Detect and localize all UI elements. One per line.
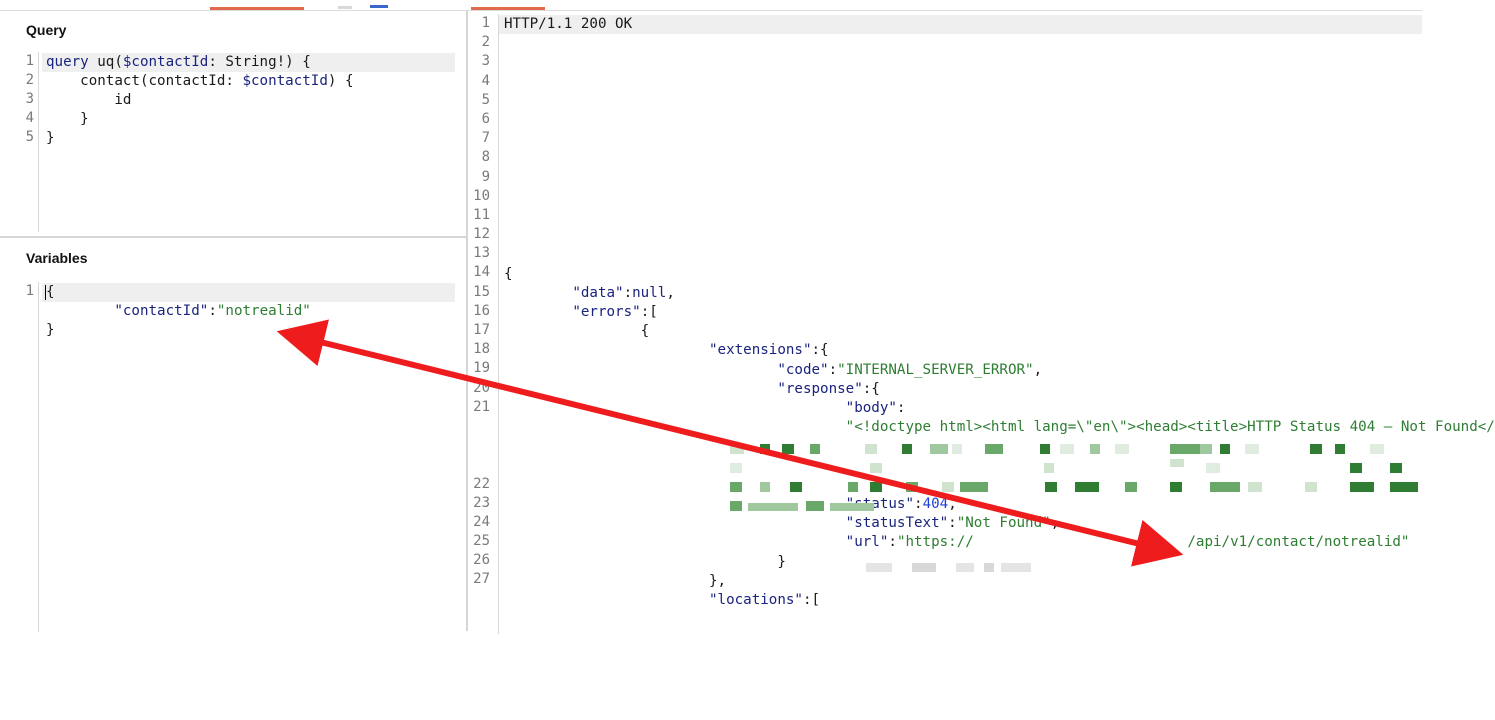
line-number: 2 [25,72,34,88]
code-line: } [46,110,89,129]
code-token: id [46,92,132,108]
active-line-highlight [42,53,455,72]
gutter-border [38,52,39,232]
code-token: } [46,111,89,127]
code-token: null [632,284,667,301]
code-line: contact(contactId: $contactId) { [46,72,354,91]
active-line-highlight [42,283,455,302]
line-number: 3 [481,53,490,70]
tab-indicator[interactable] [370,5,388,8]
code-line: "locations":[ [504,591,820,610]
code-token: HTTP/1.1 200 OK [504,16,633,32]
code-line: "data":null, [504,284,675,303]
response-tab-indicator[interactable] [471,7,545,10]
line-number: 16 [473,302,490,319]
line-number: 27 [473,571,490,588]
line-number-gutter: 1 [0,282,34,301]
code-token: contact(contactId: [46,73,243,89]
code-token: : [208,303,217,319]
line-number: 1 [481,15,490,31]
code-line: } [46,321,55,340]
code-token: uq( [88,54,123,70]
line-number: 15 [473,283,490,300]
code-line: HTTP/1.1 200 OK [504,15,632,34]
text-cursor [45,285,46,300]
code-line: "errors":[ [504,303,658,322]
line-number: 5 [25,129,34,145]
line-number: 1 [25,53,34,69]
line-number: 7 [481,130,490,147]
line-number-gutter: 1 2 3 4 5 [0,52,34,147]
code-token: $contactId [122,54,209,70]
line-number: 6 [481,110,490,127]
line-number: 13 [473,245,490,262]
code-token: $contactId [242,73,328,89]
code-token: "errors" [572,304,641,320]
line-number: 4 [481,72,490,89]
code-line: id [46,91,131,110]
request-pane: Query Variables [0,11,466,631]
code-token: "notrealid" [216,303,311,319]
annotation-arrow [276,319,1184,567]
line-number: 4 [25,110,34,126]
query-title: Query [26,22,67,38]
line-number: 1 [25,283,34,299]
code-token: :[ [640,304,658,320]
code-token: : [623,284,633,301]
code-token: } [46,130,55,146]
code-token: : String!) { [208,54,311,70]
line-number: 3 [25,91,34,107]
code-token: "data" [572,284,624,301]
code-token: }, [504,572,727,589]
variables-editor[interactable]: 1 { "contactId":"notrealid"} [0,282,466,632]
line-number: 2 [481,34,490,51]
tab-strip [0,0,1422,11]
tab-indicator[interactable] [338,6,352,9]
code-line: { [46,283,55,302]
code-token: "contactId" [114,303,209,319]
code-token: , [666,284,675,301]
line-number: 9 [481,168,490,185]
line-number: 5 [481,91,490,108]
tab-active-indicator[interactable] [210,7,304,10]
code-token: { [46,284,55,300]
line-number: 11 [473,206,490,223]
line-number: 8 [481,149,490,166]
code-token: query [46,54,89,70]
code-token: :[ [802,592,821,608]
line-number: 14 [473,264,490,281]
code-line: query uq($contactId: String!) { [46,53,311,72]
code-token: { [504,265,513,282]
line-number: 12 [473,226,490,243]
code-token: /api/v1/contact/notrealid" [1187,534,1410,551]
code-line: } [46,129,55,148]
code-line: "contactId":"notrealid" [46,302,311,321]
redaction-blur [866,563,1031,572]
pane-divider-horizontal[interactable] [0,236,466,238]
code-token: } [46,322,55,338]
line-number: 10 [473,187,490,204]
gutter-border [38,282,39,632]
redacted-url-host [866,558,1036,576]
code-line: }, [504,572,726,591]
active-line-highlight [498,15,1422,34]
code-line: { [504,265,513,284]
code-token: ) { [327,73,354,89]
code-token: "locations" [709,592,803,608]
variables-title: Variables [26,250,88,266]
